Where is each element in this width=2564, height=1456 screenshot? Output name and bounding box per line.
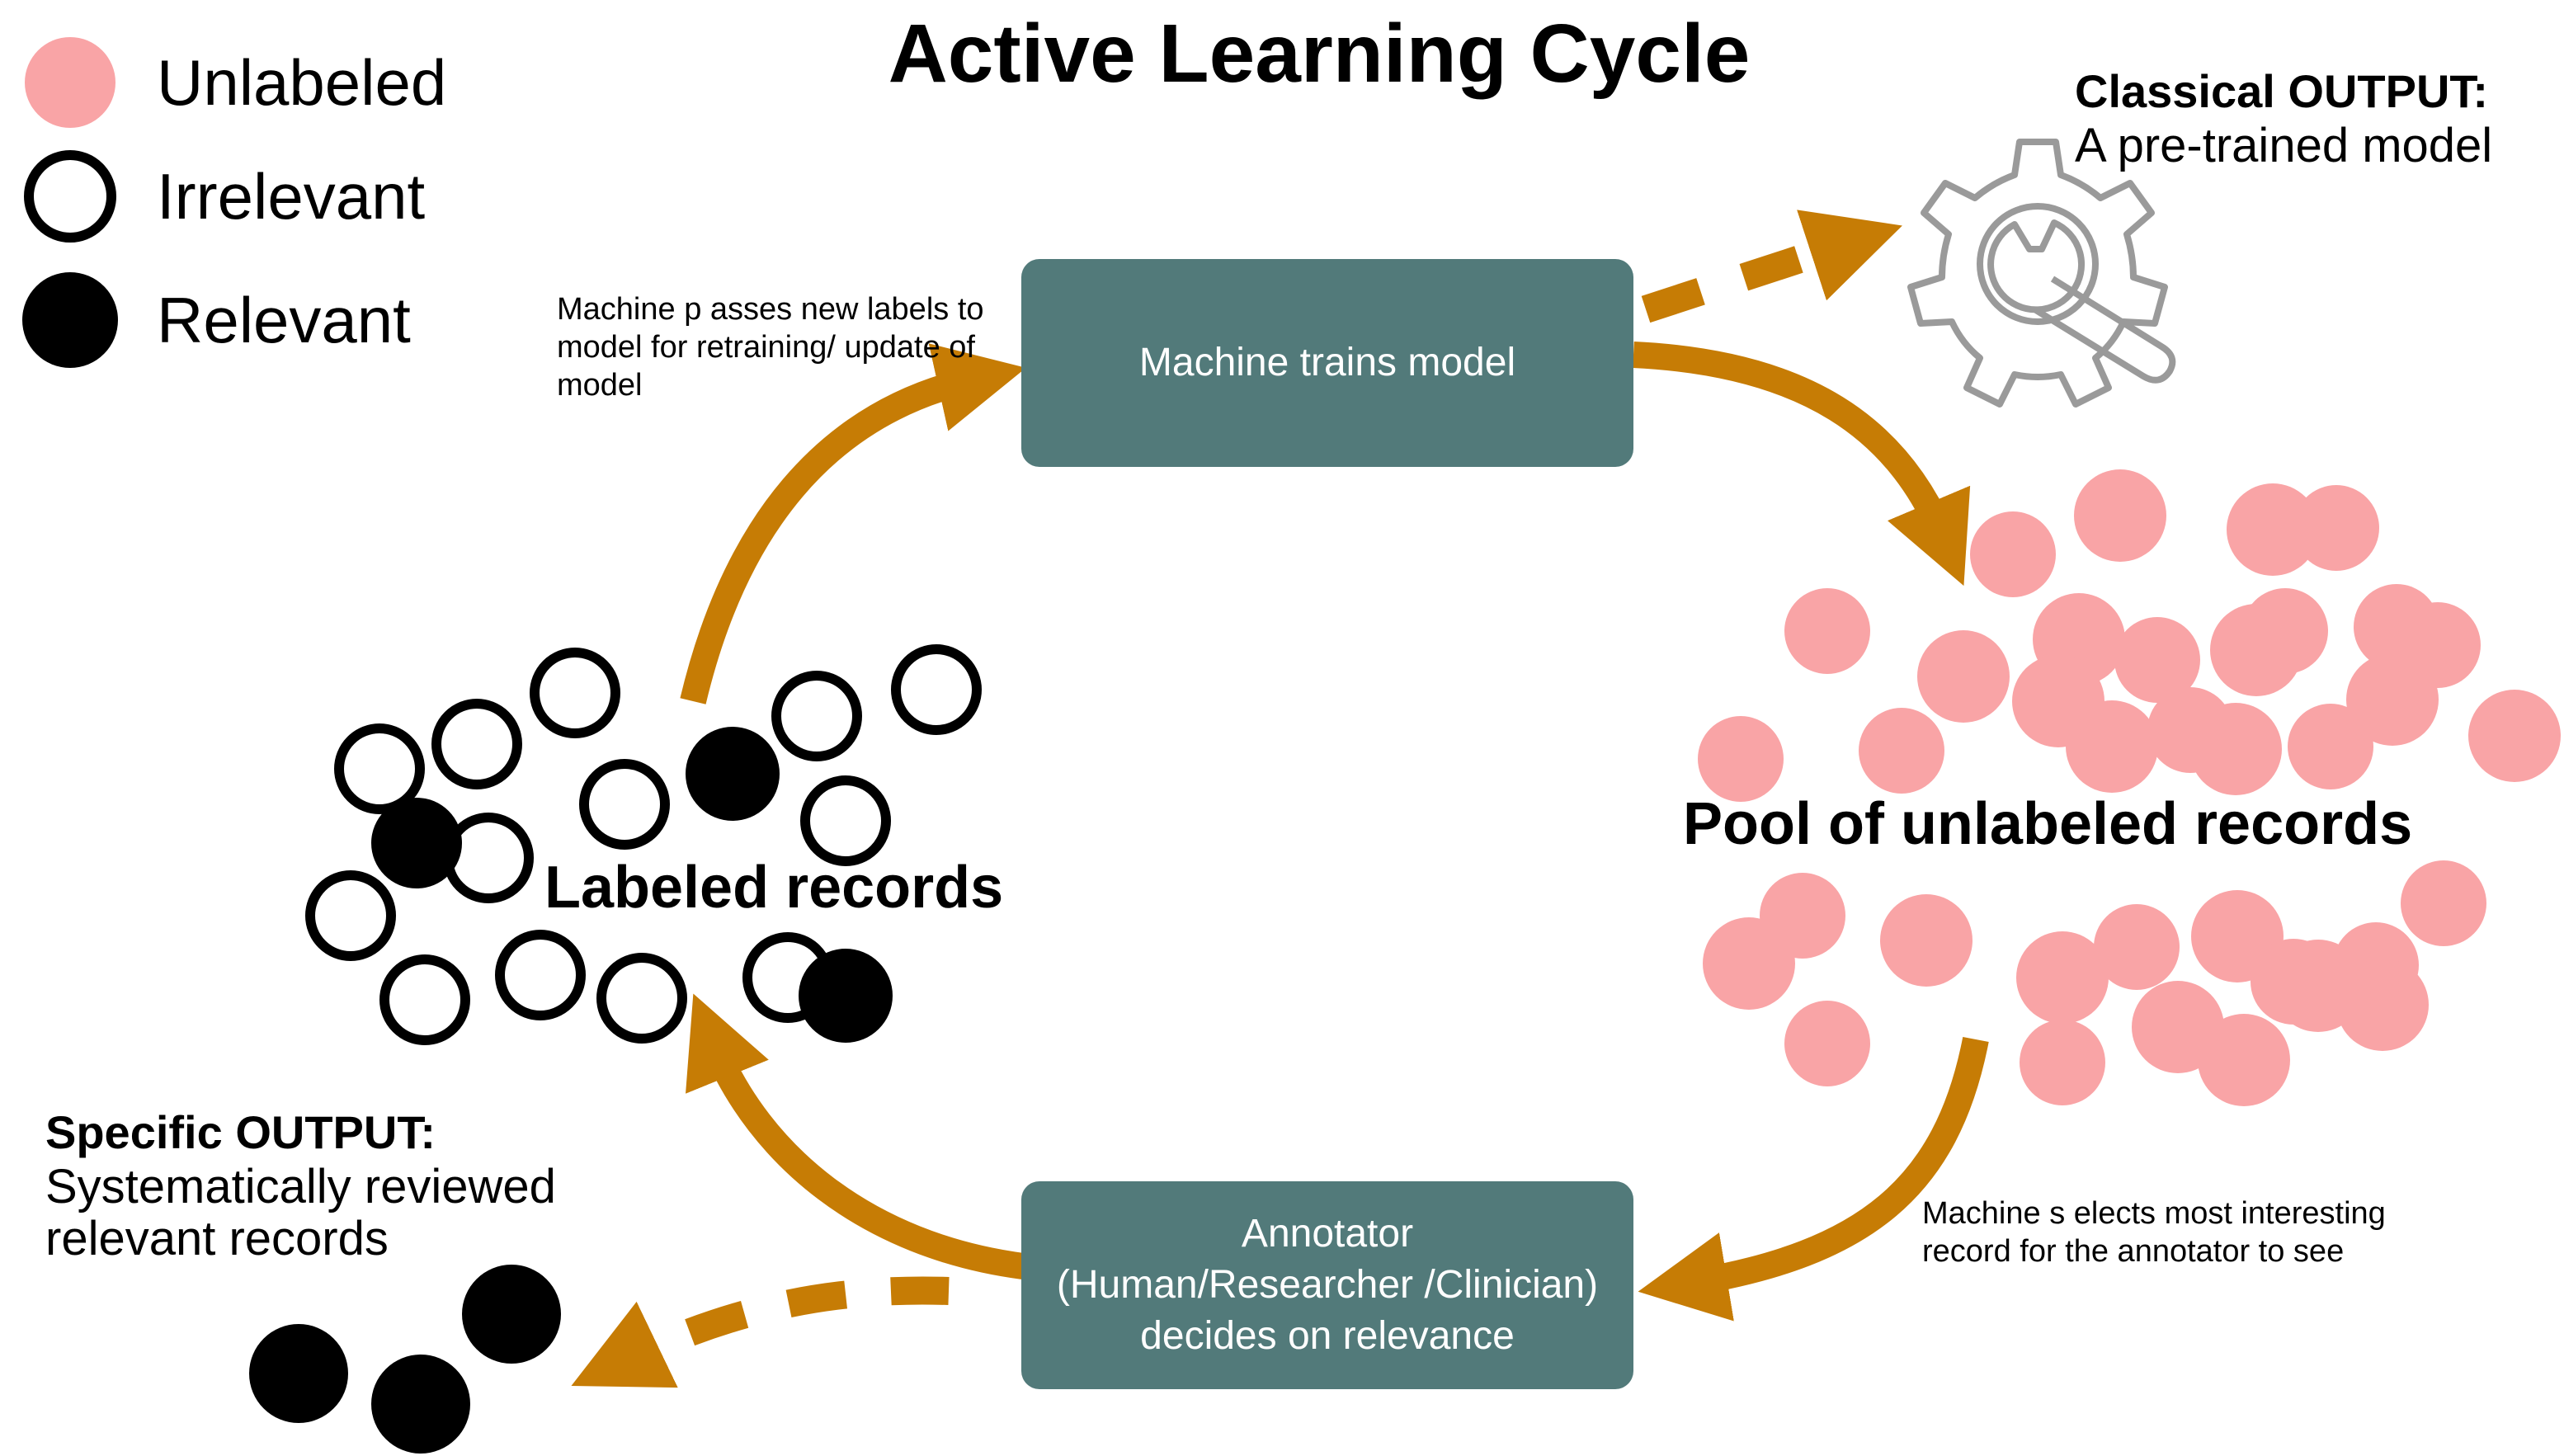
legend-irrelevant-label: Irrelevant [157, 160, 426, 233]
unlabeled-record [2288, 704, 2373, 789]
unlabeled-record [2336, 959, 2429, 1051]
arrow-to-annotator [1638, 1036, 1989, 1322]
unlabeled-record [1917, 630, 2010, 723]
irrelevant-record [334, 723, 425, 814]
irrelevant-record [495, 930, 586, 1020]
machine-trains-model-label: Machine trains model [1138, 341, 1516, 384]
unlabeled-record [1977, 203, 2099, 325]
unlabeled-record [2293, 485, 2379, 571]
select-note: Machine s elects most interesting record… [1922, 1196, 2386, 1269]
specific-output-subtitle-line-1: Systematically reviewed [45, 1160, 556, 1213]
relevant-record [371, 798, 462, 888]
unlabeled-record [1698, 716, 1784, 802]
unlabeled-record [1859, 708, 1944, 794]
labeled-records-label: Labeled records [544, 855, 1004, 921]
legend-unlabeled-label: Unlabeled [157, 46, 447, 119]
unlabeled-record [2020, 1020, 2105, 1105]
unlabeled-record [2016, 931, 2109, 1024]
irrelevant-record [443, 813, 534, 903]
arrow-to-pool [1633, 342, 1971, 587]
relevant-record [686, 727, 780, 821]
unlabeled-record [1970, 511, 2056, 597]
legend-relevant-marker [22, 272, 118, 368]
unlabeled-record [2401, 860, 2486, 946]
irrelevant-record [579, 759, 670, 850]
legend-unlabeled-marker [25, 37, 115, 128]
irrelevant-record [771, 671, 862, 761]
classical-output-title: Classical OUTPUT: [2075, 65, 2489, 117]
irrelevant-record [800, 775, 891, 866]
classical-output-subtitle: A pre-trained model [2075, 119, 2493, 172]
arrow-to-specific-output [571, 1276, 950, 1388]
irrelevant-record [891, 644, 982, 735]
irrelevant-record [305, 870, 396, 961]
annotator-line-2: (Human/Researcher /Clinician) [1056, 1263, 1599, 1307]
specific-output-subtitle-line-2: relevant records [45, 1212, 389, 1265]
arrow-to-train [680, 343, 1026, 704]
specific-output-title: Specific OUTPUT: [45, 1106, 436, 1158]
unlabeled-record [2114, 617, 2200, 703]
irrelevant-record [596, 953, 687, 1044]
unlabeled-record [2189, 703, 2282, 795]
unlabeled-record [1784, 1001, 1870, 1086]
arrow-to-classical-output [1641, 210, 1902, 323]
output-relevant-record [462, 1265, 561, 1364]
pool-label: Pool of unlabeled records [1683, 791, 2413, 857]
irrelevant-record [379, 954, 470, 1045]
unlabeled-record [2066, 700, 2158, 793]
output-relevant-record [371, 1355, 470, 1454]
annotator-line-1: Annotator [1241, 1212, 1414, 1256]
relevant-record [799, 949, 893, 1043]
unlabeled-record [2074, 469, 2166, 562]
output-relevant-record [249, 1324, 348, 1423]
annotator-line-3: decides on relevance [1140, 1314, 1515, 1358]
page-title: Active Learning Cycle [0, 7, 2564, 101]
unlabeled-record [2094, 904, 2180, 990]
unlabeled-record [1703, 917, 1795, 1010]
retrain-note: Machine p asses new labels to model for … [557, 292, 984, 403]
legend-relevant-label: Relevant [157, 284, 411, 356]
unlabeled-record [2198, 1014, 2290, 1106]
irrelevant-record [530, 648, 620, 738]
unlabeled-record [2468, 690, 2561, 782]
unlabeled-record [2242, 588, 2328, 674]
irrelevant-record [431, 699, 522, 789]
unlabeled-pool-cluster [1698, 469, 2561, 1106]
unlabeled-record [2346, 653, 2439, 746]
arrow-to-labeled [686, 993, 1025, 1279]
unlabeled-record [1784, 588, 1870, 674]
labeled-records-cluster [305, 644, 982, 1045]
page-title-text: Active Learning Cycle [888, 7, 1751, 100]
unlabeled-record [1880, 894, 1972, 987]
legend-irrelevant-marker [24, 150, 116, 243]
unlabeled-record [2227, 483, 2319, 576]
annotator-box: Annotator (Human/Researcher /Clinician) … [1021, 1181, 1633, 1389]
machine-trains-model-box: Machine trains model [1021, 259, 1633, 467]
gear-wrench-icon [1907, 139, 2176, 408]
